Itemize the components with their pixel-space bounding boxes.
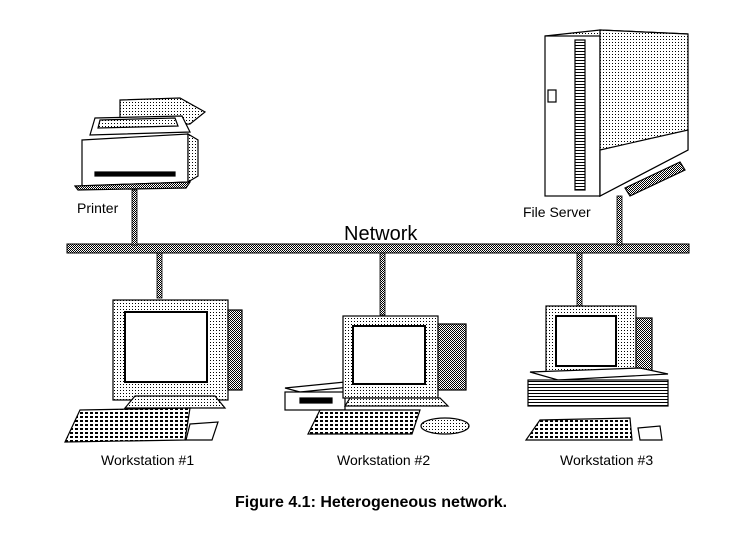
workstation-2-icon: [284, 315, 470, 435]
workstation-3-icon: [524, 305, 669, 441]
printer-icon: [73, 97, 207, 191]
ws2-screen: [352, 325, 426, 385]
workstation-1-label: Workstation #1: [101, 452, 195, 468]
workstation-3-label: Workstation #3: [560, 452, 654, 468]
network-bus: [66, 243, 690, 254]
ws1-screen: [124, 311, 208, 383]
server-drop-line: [616, 195, 623, 246]
workstation-1-icon: [64, 299, 243, 443]
ws1-drop-line: [156, 252, 163, 299]
printer-label: Printer: [77, 200, 119, 216]
figure-caption: Figure 4.1: Heterogeneous network.: [235, 494, 508, 511]
workstation-2-label: Workstation #2: [337, 452, 431, 468]
printer-drop-line: [131, 189, 138, 246]
file-server-icon: [544, 29, 689, 197]
network-label: Network: [344, 223, 418, 245]
ws3-screen: [555, 315, 617, 367]
ws2-drop-line: [379, 252, 386, 316]
file-server-label: File Server: [523, 204, 591, 220]
ws3-drop-line: [576, 252, 583, 308]
